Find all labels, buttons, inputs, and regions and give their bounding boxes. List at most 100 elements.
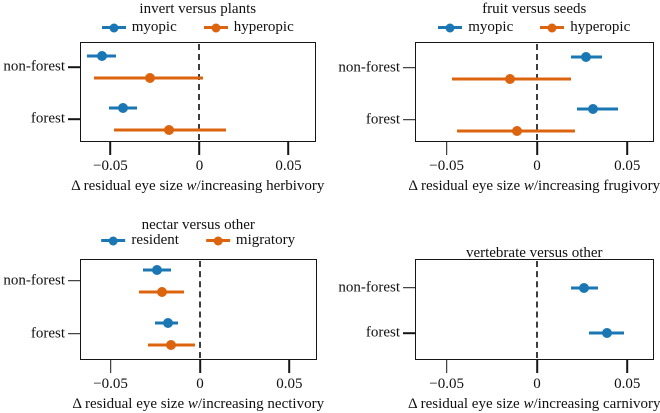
- y-axis-tick: [403, 332, 415, 335]
- legend-label: hyperopic: [233, 19, 294, 35]
- legend-marker-icon: [101, 236, 126, 246]
- x-axis-label-prefix: Δ residual eye size: [72, 395, 188, 412]
- x-axis-label: Δ residual eye size w/increasing herbivo…: [71, 179, 324, 194]
- point-estimate-dot: [96, 51, 107, 61]
- x-axis-label: Δ residual eye size w/increasing frugivo…: [408, 179, 660, 194]
- x-axis-label-italic: w: [186, 178, 197, 194]
- panel-title: nectar versus other: [141, 217, 255, 233]
- legend-marker-icon: [101, 23, 126, 33]
- x-axis-tick: [199, 359, 201, 373]
- y-axis-label: non-forest: [338, 279, 400, 296]
- x-axis-tick: [287, 142, 290, 155]
- y-axis-tick: [68, 332, 80, 335]
- legend: myopic hyperopic: [438, 20, 630, 35]
- x-axis-label: Δ residual eye size w/increasing carnivo…: [408, 395, 660, 412]
- point-estimate-dot: [157, 286, 168, 297]
- x-axis-tick: [536, 142, 538, 155]
- legend-label: myopic: [131, 19, 177, 35]
- legend-marker-icon: [205, 236, 230, 246]
- point-estimate-dot: [164, 125, 175, 135]
- legend-label: hyperopic: [570, 19, 631, 35]
- point-estimate-dot: [512, 125, 523, 136]
- x-axis-label-prefix: Δ residual eye size: [71, 178, 187, 194]
- y-axis-tick: [403, 66, 415, 69]
- x-tick-label: −0.05: [93, 158, 128, 174]
- x-tick-label: 0: [196, 375, 204, 392]
- x-tick-label: −0.05: [429, 158, 464, 174]
- panel-title: vertebrate versus other: [465, 245, 603, 261]
- legend-item: migratory: [205, 232, 296, 248]
- legend-item: myopic: [438, 20, 513, 35]
- x-axis-tick: [288, 359, 291, 373]
- legend-label: migratory: [235, 232, 296, 248]
- x-axis-label-suffix: /increasing carnivory: [533, 395, 660, 412]
- zero-reference-line: [535, 260, 538, 358]
- legend-dot-icon: [109, 23, 119, 32]
- y-axis-tick: [403, 286, 415, 289]
- y-axis-label: forest: [365, 111, 400, 127]
- point-estimate-dot: [578, 282, 589, 293]
- zero-reference-line: [198, 44, 201, 140]
- x-axis-label-suffix: /increasing herbivory: [196, 178, 325, 194]
- plot-box: [415, 258, 654, 360]
- y-axis-label: non-forest: [3, 272, 65, 289]
- legend-dot-icon: [213, 236, 223, 245]
- x-axis-label-suffix: /increasing nectivory: [197, 395, 325, 412]
- legend-item: hyperopic: [540, 20, 630, 35]
- panel-invert-versus-plants: invert versus plants myopic hyperopic non-f…: [0, 0, 330, 206]
- plot-box: [80, 42, 316, 142]
- x-axis-tick: [626, 359, 629, 373]
- zero-reference-line: [198, 260, 201, 358]
- point-estimate-dot: [504, 73, 515, 84]
- x-axis-tick: [445, 142, 448, 155]
- x-tick-label: 0.05: [614, 158, 641, 174]
- point-estimate-dot: [152, 264, 163, 275]
- zero-reference-line: [535, 44, 538, 140]
- y-axis-tick: [403, 118, 415, 121]
- y-axis-label: forest: [30, 110, 65, 127]
- x-axis-tick: [109, 142, 112, 155]
- panel-title: invert versus plants: [139, 1, 257, 17]
- y-axis-tick: [68, 66, 80, 68]
- x-tick-label: −0.05: [93, 375, 128, 392]
- x-axis-tick: [445, 359, 448, 373]
- y-axis-label: non-forest: [338, 59, 400, 75]
- legend-item: resident: [101, 233, 179, 248]
- point-estimate-dot: [166, 339, 177, 350]
- x-axis-tick: [198, 142, 201, 155]
- x-tick-label: 0: [195, 158, 204, 174]
- y-axis-label: non-forest: [3, 58, 65, 75]
- legend-dot-icon: [445, 23, 455, 32]
- legend-item: myopic: [101, 19, 177, 35]
- x-tick-label: −0.05: [429, 375, 464, 392]
- x-axis-label-italic: w: [187, 395, 198, 412]
- x-tick-label: 0.05: [614, 375, 641, 392]
- point-estimate-dot: [117, 103, 128, 113]
- panel-title: fruit versus seeds: [482, 1, 587, 17]
- x-tick-label: 0: [533, 158, 541, 174]
- point-estimate-dot: [587, 103, 598, 114]
- legend-dot-icon: [547, 23, 557, 32]
- y-axis-tick: [68, 279, 80, 282]
- legend-item: hyperopic: [203, 19, 294, 35]
- point-estimate-dot: [580, 51, 591, 62]
- point-estimate-dot: [144, 73, 155, 83]
- legend: myopic hyperopic: [101, 19, 294, 35]
- legend-label: myopic: [468, 19, 514, 35]
- panel-fruit-versus-seeds: fruit versus seeds myopic hyperopic non-for…: [330, 0, 660, 206]
- x-tick-label: 0.05: [275, 158, 302, 174]
- x-axis-label: Δ residual eye size w/increasing nectivo…: [72, 395, 325, 412]
- x-axis-label-italic: w: [523, 178, 534, 194]
- plot-box: [80, 258, 317, 360]
- point-estimate-dot: [602, 328, 613, 339]
- x-axis-tick: [536, 359, 538, 373]
- x-axis-label-prefix: Δ residual eye size: [408, 395, 524, 412]
- legend-marker-icon: [438, 23, 463, 33]
- x-axis-label-prefix: Δ residual eye size: [408, 178, 524, 194]
- legend-marker-icon: [203, 23, 228, 33]
- legend: resident migratory: [101, 233, 295, 248]
- legend-dot-icon: [108, 236, 118, 245]
- x-axis-label-italic: w: [523, 395, 534, 412]
